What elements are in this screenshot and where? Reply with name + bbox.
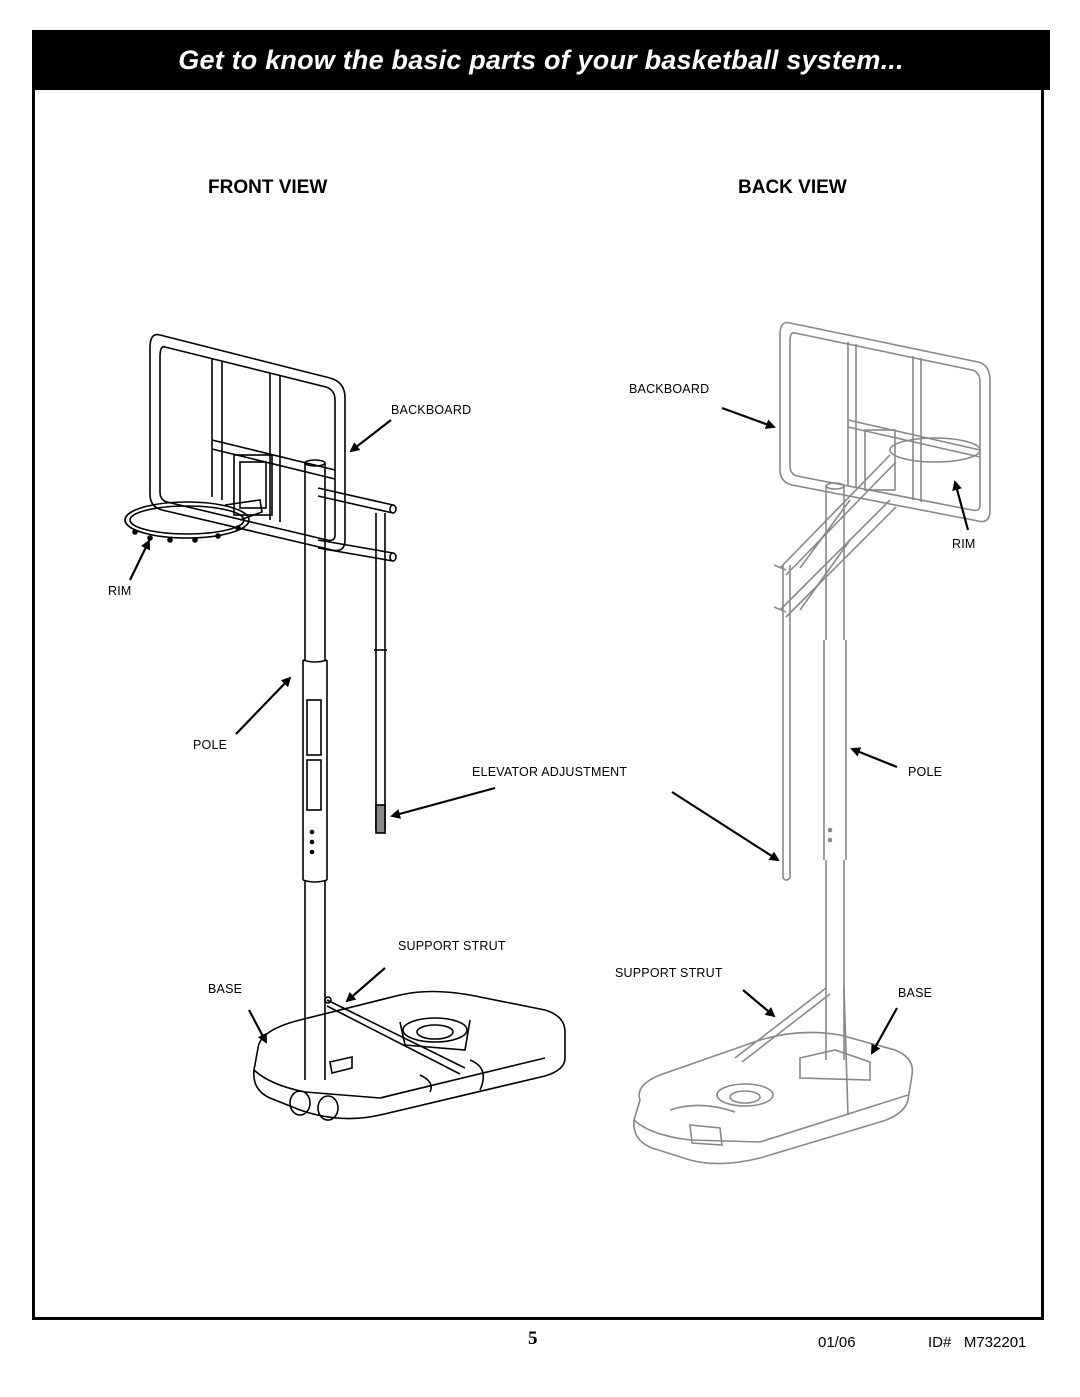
front-elevator-rod — [374, 513, 387, 834]
front-arms — [317, 487, 397, 562]
back-arms — [773, 454, 897, 618]
back-pole — [823, 482, 847, 1060]
front-elevator-arrow — [390, 786, 496, 819]
front-label-pole: POLE — [193, 738, 228, 752]
back-label-base: BASE — [898, 986, 933, 1000]
back-label-support-strut: SUPPORT STRUT — [615, 966, 723, 980]
header-title: Get to know the basic parts of your bask… — [178, 44, 904, 75]
back-pole-arrow — [850, 747, 898, 769]
front-support-strut — [324, 996, 466, 1075]
header-banner: Get to know the basic parts of your bask… — [32, 30, 1050, 90]
front-label-backboard: BACKBOARD — [391, 403, 472, 417]
front-rim — [124, 499, 263, 543]
back-label-backboard: BACKBOARD — [629, 382, 710, 396]
back-backboard-arrow — [721, 406, 776, 429]
back-rim-arrow — [952, 480, 970, 531]
front-view-drawing — [124, 333, 566, 1121]
front-backboard-arrow — [349, 419, 392, 453]
back-base — [633, 1031, 914, 1165]
label-elevator-adjustment: ELEVATOR ADJUSTMENT — [472, 765, 628, 779]
back-view-title: BACK VIEW — [738, 177, 847, 198]
front-base — [253, 990, 566, 1121]
back-base-arrow — [871, 1007, 898, 1055]
front-support-strut-arrow — [345, 967, 386, 1003]
back-elevator-arrow — [671, 791, 780, 862]
back-view-drawing — [633, 321, 991, 1165]
front-pole — [302, 459, 328, 1080]
page-number: 5 — [528, 1328, 538, 1349]
front-arrows — [129, 419, 496, 1044]
front-base-arrow — [248, 1009, 267, 1044]
front-label-rim: RIM — [108, 584, 132, 598]
back-arrows — [671, 406, 970, 1055]
front-rim-arrow — [129, 539, 150, 581]
back-elevator-rod — [782, 565, 791, 881]
back-backboard — [779, 321, 991, 523]
back-label-rim: RIM — [952, 537, 976, 551]
front-backboard — [149, 333, 346, 552]
front-pole-arrow — [235, 676, 292, 735]
back-label-pole: POLE — [908, 765, 943, 779]
back-rim — [889, 437, 981, 463]
back-support-strut — [734, 987, 849, 1116]
front-view-title: FRONT VIEW — [208, 177, 328, 198]
front-label-base: BASE — [208, 982, 243, 996]
footer-date: 01/06 — [818, 1334, 856, 1351]
footer-id: ID# M732201 — [928, 1334, 1027, 1351]
front-label-support-strut: SUPPORT STRUT — [398, 939, 506, 953]
back-support-strut-arrow — [742, 989, 776, 1018]
